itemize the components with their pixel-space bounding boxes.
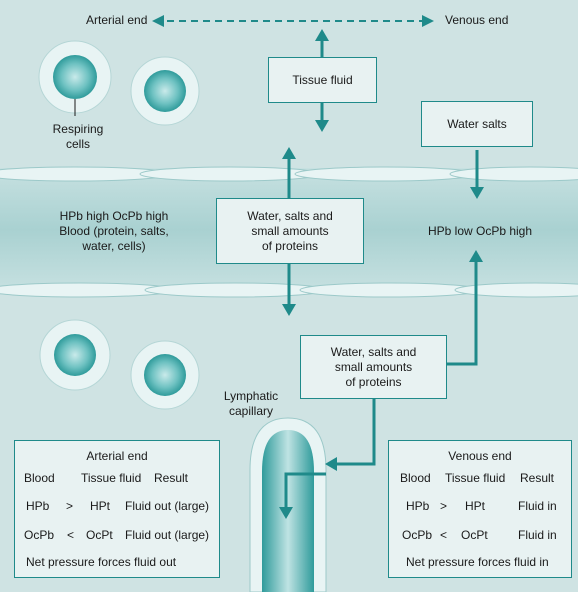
venous-blood-label: HPb low OcPb high [427, 224, 533, 238]
venous-row2-operator: < [440, 528, 448, 542]
venous-row1-tissue: HPt [465, 499, 486, 513]
arterial-blood-label: HPb high OcPb high Blood (protein, salts… [59, 209, 169, 253]
arterial-table-footer: Net pressure forces fluid out [26, 555, 177, 569]
respiring-cell-top-left [38, 40, 112, 114]
respiring-cell-bottom-left [39, 319, 111, 391]
lymphatic-capillary-label: Lymphatic capillary [223, 389, 279, 418]
respiring-cell-top-right [130, 56, 200, 126]
lymph-drain-arrow [325, 398, 376, 471]
arterial-end-label: Arterial end [86, 13, 148, 27]
arterial-venous-dashed-arrow [152, 15, 434, 27]
respiring-cell-bottom-right [130, 340, 200, 410]
venous-return-arrow [446, 250, 483, 366]
arterial-header-blood: Blood [24, 471, 55, 485]
venous-row2-blood: OcPb [402, 528, 433, 542]
venous-header-blood: Blood [400, 471, 431, 485]
venous-table-title: Venous end [448, 449, 512, 463]
respiring-cells-label: Respiring cells [52, 122, 104, 151]
venous-row2-tissue: OcPt [461, 528, 488, 542]
arterial-header-tissue-fluid: Tissue fluid [81, 471, 142, 485]
center-exchange-box: Water, salts and small amounts of protei… [216, 198, 364, 264]
venous-table-footer: Net pressure forces fluid in [406, 555, 549, 569]
venous-end-label: Venous end [445, 13, 509, 27]
arterial-header-result: Result [154, 471, 189, 485]
venous-row1-operator: > [440, 499, 448, 513]
lymph-internal-arrow [279, 472, 326, 519]
lower-exchange-box: Water, salts and small amounts of protei… [300, 335, 447, 399]
venous-header-result: Result [520, 471, 555, 485]
arterial-row1-operator: > [66, 499, 74, 513]
tissue-fluid-box: Tissue fluid [268, 57, 377, 103]
venous-row1-blood: HPb [406, 499, 430, 513]
water-salts-down-arrow [470, 150, 484, 199]
venous-end-table: Venous end Blood Tissue fluid Result HPb… [388, 440, 572, 578]
venous-row1-result: Fluid in [518, 499, 557, 513]
arterial-row2-operator: < [67, 528, 75, 542]
water-salts-box: Water salts [421, 101, 533, 147]
lymphatic-capillary [249, 417, 327, 592]
arterial-end-table: Arterial end Blood Tissue fluid Result H… [14, 440, 220, 578]
arterial-table-title: Arterial end [86, 449, 148, 463]
arterial-row1-tissue: HPt [90, 499, 111, 513]
arterial-row1-blood: HPb [26, 499, 50, 513]
arterial-row1-result: Fluid out (large) [125, 499, 210, 513]
arterial-row2-result: Fluid out (large) [125, 528, 210, 542]
arterial-row2-blood: OcPb [24, 528, 55, 542]
venous-row2-result: Fluid in [518, 528, 557, 542]
arterial-row2-tissue: OcPt [86, 528, 113, 542]
venous-header-tissue-fluid: Tissue fluid [445, 471, 506, 485]
